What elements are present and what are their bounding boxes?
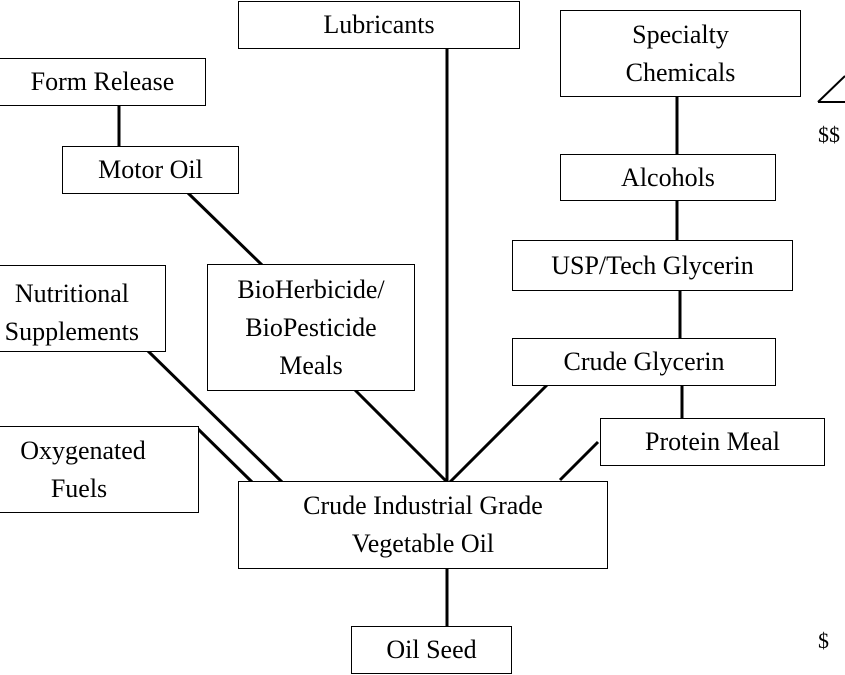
node-nutritional-supplements: Nutritional Supplements	[0, 265, 166, 352]
node-label-bioherbicide: BioHerbicide/	[237, 274, 385, 304]
link-protein-meal-crude-oil	[558, 440, 600, 482]
node-label-supplements: Supplements	[4, 317, 139, 346]
node-label-motor-oil: Motor Oil	[98, 155, 203, 184]
value-arrow-diagonal	[817, 75, 845, 103]
link-crude-glycerin-crude-oil	[448, 382, 550, 484]
node-specialty-chemicals: Specialty Chemicals	[560, 10, 801, 97]
node-motor-oil: Motor Oil	[62, 146, 239, 194]
node-label-nutritional: Nutritional	[14, 279, 129, 308]
node-crude-glycerin: Crude Glycerin	[512, 338, 776, 386]
node-oxygenated-fuels: Oxygenated Fuels	[0, 426, 199, 513]
node-label-biopesticide: BioPesticide	[245, 312, 377, 342]
node-bioherbicide-biopesticide-meals: BioHerbicide/ BioPesticide Meals	[207, 264, 415, 391]
node-label-crude-glycerin: Crude Glycerin	[563, 347, 725, 376]
node-crude-industrial-vegetable-oil: Crude Industrial Grade Vegetable Oil	[238, 481, 608, 569]
node-oil-seed: Oil Seed	[351, 626, 512, 674]
node-label-lubricants: Lubricants	[323, 10, 435, 39]
node-form-release: Form Release	[0, 58, 206, 106]
node-label-crude-industrial-grade: Crude Industrial Grade	[303, 491, 543, 520]
node-lubricants: Lubricants	[238, 1, 520, 49]
node-label-form-release: Form Release	[30, 67, 175, 96]
value-low-label: $	[818, 628, 829, 653]
node-label-protein-meal: Protein Meal	[644, 427, 781, 456]
node-label-oxygenated: Oxygenated	[20, 435, 146, 465]
node-label-chemicals: Chemicals	[625, 57, 736, 87]
node-label-alcohols: Alcohols	[621, 162, 715, 192]
node-label-usp-glycerin: USP/Tech Glycerin	[551, 250, 754, 280]
node-label-meals: Meals	[279, 350, 343, 380]
link-oxygenated-crude-oil	[195, 426, 254, 484]
value-high-label: $$	[818, 122, 840, 147]
node-label-specialty: Specialty	[632, 19, 729, 49]
node-alcohols: Alcohols	[560, 154, 776, 201]
link-nutritional-crude-oil	[146, 349, 284, 484]
node-protein-meal: Protein Meal	[600, 418, 825, 466]
node-label-fuels: Fuels	[50, 473, 108, 503]
node-usp-tech-glycerin: USP/Tech Glycerin	[512, 240, 793, 291]
link-bioherbicide-crude-oil	[353, 388, 449, 484]
node-label-oil-seed: Oil Seed	[386, 635, 477, 664]
node-label-vegetable-oil: Vegetable Oil	[351, 529, 495, 558]
link-motor-oil-bioherbicide	[186, 191, 264, 267]
